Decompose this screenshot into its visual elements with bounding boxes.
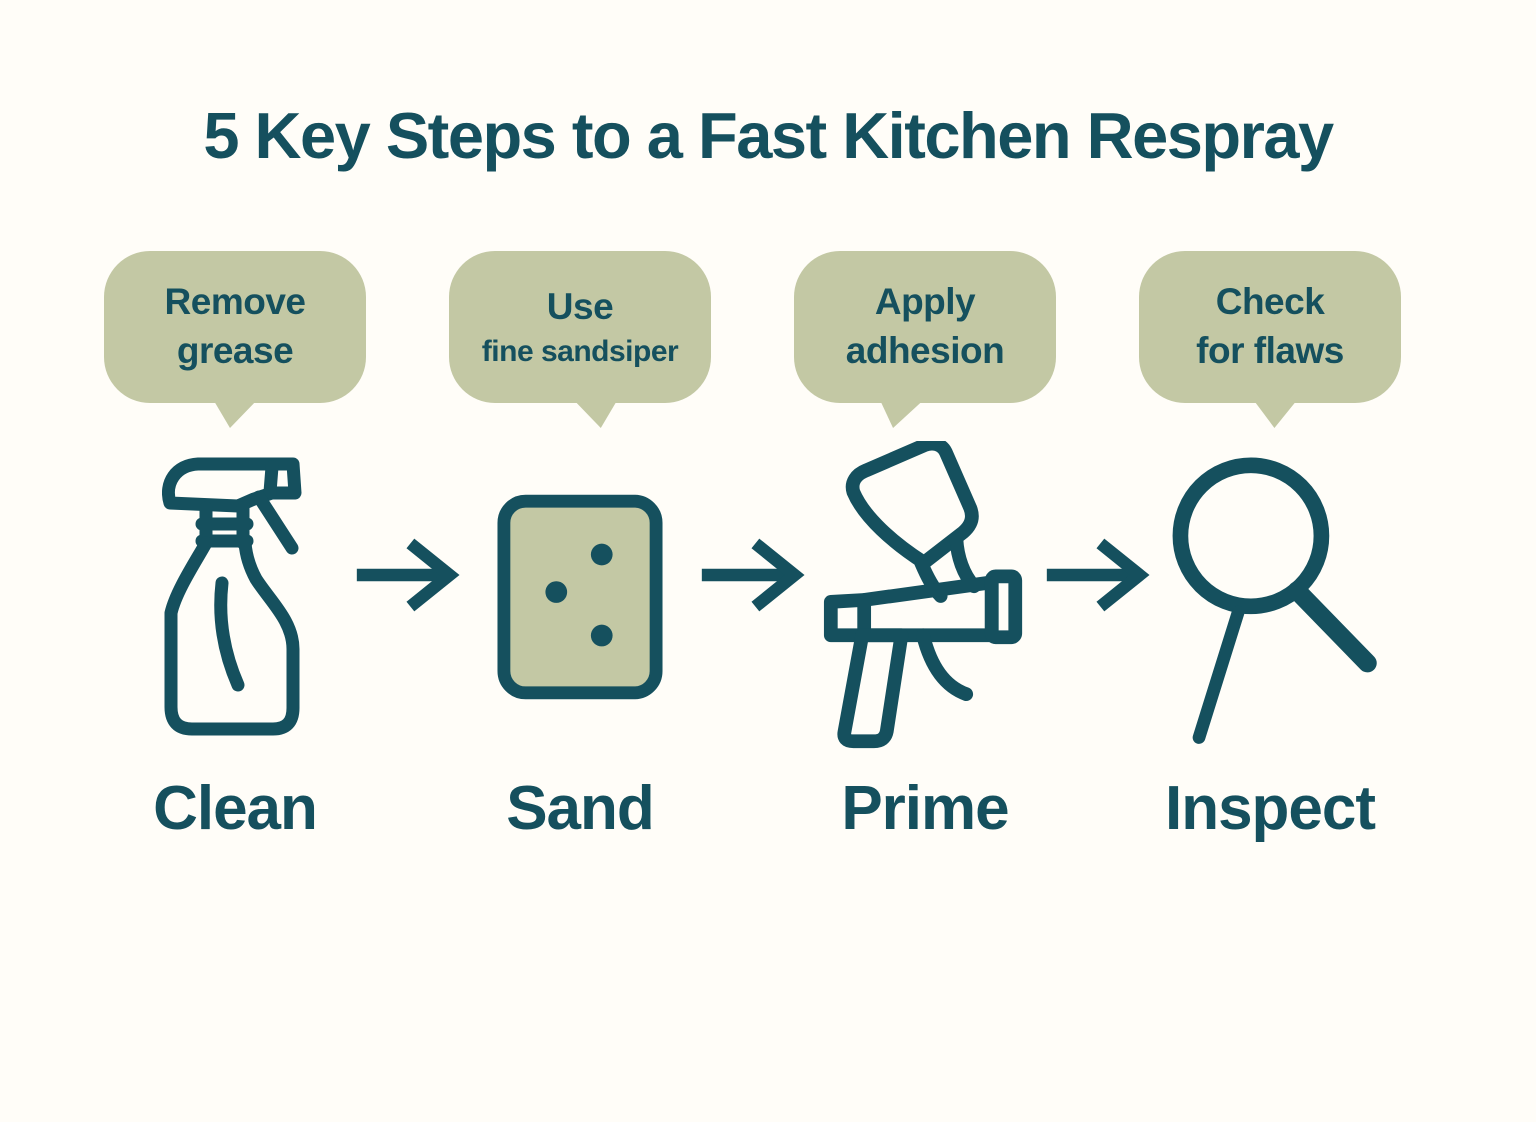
bubble-text-line1: Remove xyxy=(164,281,306,323)
sanding-block-icon xyxy=(497,494,663,700)
speech-bubble-clean: Remove grease xyxy=(104,251,366,428)
magnifier-icon xyxy=(1172,456,1377,744)
connector-column xyxy=(356,251,460,844)
connector-column xyxy=(701,251,805,844)
bubble-text-line2: fine sandsiper xyxy=(481,334,679,368)
bubble-tail xyxy=(1254,401,1297,428)
bubble-text-line2: adhesion xyxy=(845,330,1005,371)
icon-area xyxy=(496,437,664,757)
arrow-area xyxy=(353,415,463,735)
bubble-tail xyxy=(214,401,257,428)
bubble-text-line2: for flaws xyxy=(1196,330,1344,371)
bubble-tail xyxy=(574,401,617,428)
step-sand: Use fine sandsiper Sand xyxy=(430,251,730,844)
speech-bubble-inspect: Check for flaws xyxy=(1139,251,1401,428)
arrow-area xyxy=(1043,415,1153,735)
right-arrow-icon xyxy=(701,538,805,612)
bubble-text-line1: Use xyxy=(546,285,614,327)
step-label-inspect: Inspect xyxy=(1164,774,1376,843)
bubble-text-line1: Check xyxy=(1215,281,1325,323)
step-label-prime: Prime xyxy=(841,774,1009,843)
step-label-clean: Clean xyxy=(153,774,318,843)
page-title: 5 Key Steps to a Fast Kitchen Respray xyxy=(203,99,1334,172)
infographic-canvas: 5 Key Steps to a Fast Kitchen Respray Re… xyxy=(0,98,1536,1122)
bubble-tail xyxy=(880,401,923,428)
step-inspect: Check for flaws Inspect xyxy=(1120,251,1420,844)
step-prime: Apply adhesion Prime xyxy=(775,251,1075,844)
icon-area xyxy=(817,437,1033,757)
arrow-area xyxy=(698,415,808,735)
speech-bubble-prime: Apply adhesion xyxy=(794,251,1056,428)
bubble-area: Apply adhesion xyxy=(775,251,1075,437)
steps-flow: Remove grease Clean xyxy=(85,251,1536,844)
icon-area xyxy=(162,437,308,757)
bubble-text-line1: Apply xyxy=(874,281,976,323)
right-arrow-icon xyxy=(1046,538,1150,612)
spray-bottle-icon xyxy=(162,457,302,736)
right-arrow-icon xyxy=(356,538,460,612)
bubble-area: Use fine sandsiper xyxy=(430,251,730,437)
bubble-area: Remove grease xyxy=(85,251,385,437)
step-label-sand: Sand xyxy=(506,774,655,843)
connector-column xyxy=(1046,251,1150,844)
bubble-text-line2: grease xyxy=(176,330,294,371)
icon-area xyxy=(1153,437,1388,757)
step-clean: Remove grease Clean xyxy=(85,251,385,844)
bubble-area: Check for flaws xyxy=(1120,251,1420,437)
speech-bubble-sand: Use fine sandsiper xyxy=(449,251,711,428)
spray-gun-icon xyxy=(823,441,1023,749)
